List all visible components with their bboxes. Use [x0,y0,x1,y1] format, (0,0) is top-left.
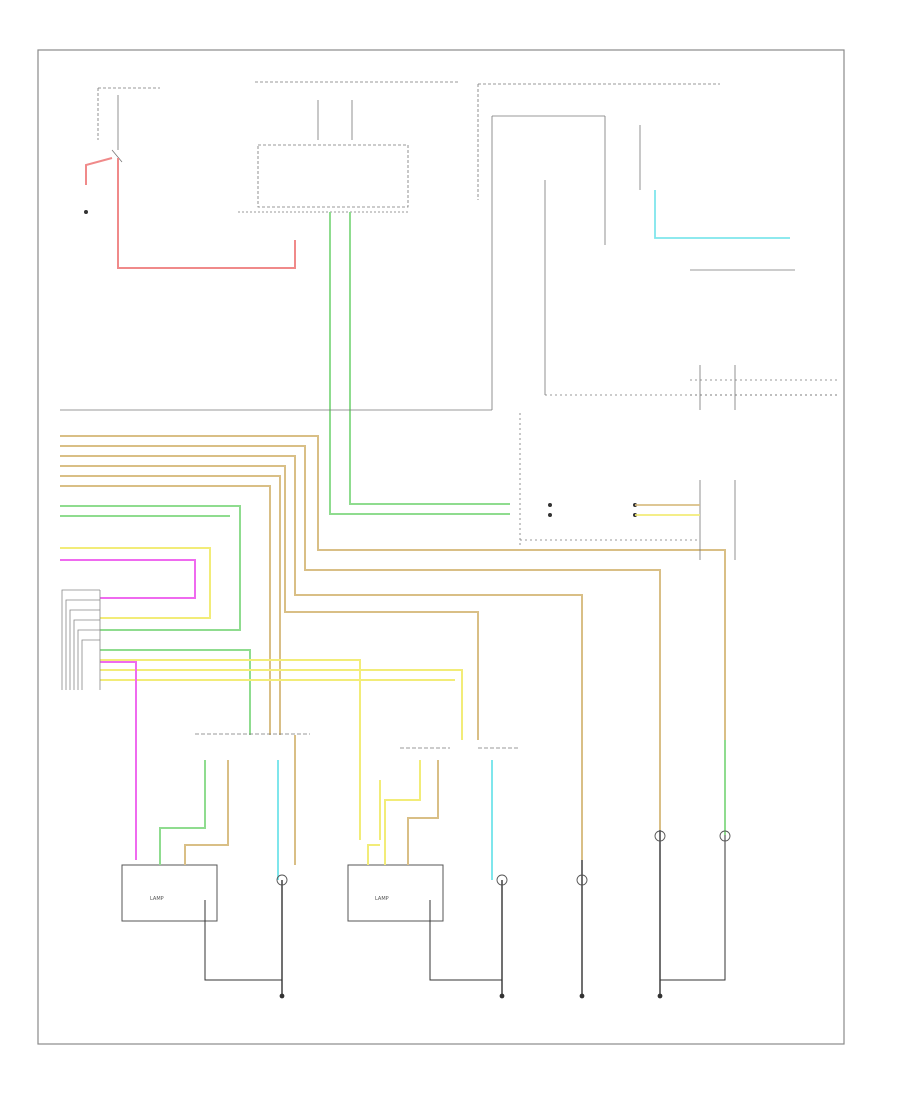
right-connector-dots [548,503,637,517]
connector-left [195,733,520,749]
left-lamp-module [121,864,218,922]
right-lamp-module [347,864,444,922]
ground-drops [204,830,726,995]
red-wire [85,157,296,269]
right-lamp-label: LAMP [375,896,389,902]
power-distribution-block [97,87,160,163]
control-module-connector [238,81,460,213]
ground-terminals [279,993,663,999]
green-wire-left [60,505,251,735]
lamp-wires-yellow [367,760,421,865]
cyan-wire-top [654,190,790,239]
ground-symbol [84,210,88,214]
right-connector [520,365,736,560]
connector-comb [61,589,101,690]
lamp-wires-cyan [277,760,493,880]
left-lamp-label: LAMP [150,896,164,902]
magenta-wire [60,559,196,860]
switch-labels [690,269,840,396]
green-wire-pair [329,212,510,515]
lamp-wires-green [159,740,726,865]
tan-harness [60,435,726,860]
right-connector-wires [635,504,700,516]
lamp-symbols [276,830,731,886]
yellow-wire [60,547,463,840]
diagram-frame [37,49,845,1045]
lamp-wires-tan [184,735,439,865]
